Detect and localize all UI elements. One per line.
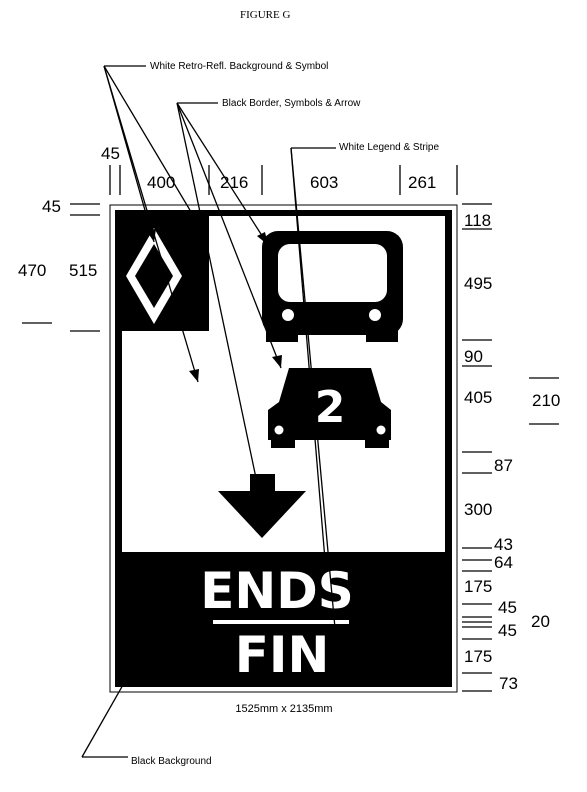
dim-left-1: 45	[42, 197, 61, 216]
right-dimension-ticks	[462, 203, 559, 692]
sign-size-label: 1525mm x 2135mm	[235, 703, 332, 715]
dim-right-1: 118	[464, 211, 491, 230]
dim-right-15: 73	[499, 674, 518, 693]
top-dimension-ticks	[109, 165, 458, 195]
dim-right-7: 300	[464, 500, 492, 519]
dim-top-1: 45	[101, 144, 120, 163]
callout-white-background: White Retro-Refl. Background & Symbol	[150, 61, 328, 72]
dim-right-5: 210	[532, 391, 560, 410]
dim-top-2: 400	[147, 173, 175, 192]
dim-right-2: 495	[464, 274, 492, 293]
figure-title: FIGURE G	[240, 9, 290, 21]
left-dimension-ticks	[22, 203, 100, 332]
diamond-icon	[126, 228, 182, 324]
dim-right-3: 90	[464, 347, 483, 366]
car-icon	[268, 368, 391, 448]
dim-right-10: 175	[464, 577, 492, 596]
callout-black-background: Black Background	[131, 756, 212, 767]
bus-icon	[262, 231, 403, 342]
dim-right-14: 175	[464, 647, 492, 666]
occupancy-number: 2	[315, 382, 346, 433]
dim-right-11: 45	[498, 598, 517, 617]
leader-arrowheads	[132, 220, 282, 669]
dim-right-9: 64	[494, 553, 513, 572]
legend-line2: FIN	[235, 626, 330, 684]
legend-line1: ENDS	[200, 562, 354, 620]
dim-right-8: 43	[494, 535, 513, 554]
dim-right-12: 20	[531, 612, 550, 631]
sign: 2 ENDS FIN	[109, 204, 458, 693]
dim-top-4: 603	[310, 173, 338, 192]
callout-black-border: Black Border, Symbols & Arrow	[222, 98, 361, 109]
dim-left-3: 515	[69, 261, 97, 280]
legend-stripe	[213, 620, 349, 624]
dim-top-5: 261	[408, 173, 436, 192]
dim-right-4: 405	[464, 388, 492, 407]
dim-right-13: 45	[498, 621, 517, 640]
dim-right-6: 87	[494, 456, 513, 475]
leader-lines	[81, 65, 336, 758]
callout-white-legend: White Legend & Stripe	[339, 142, 439, 153]
dim-top-3: 216	[220, 173, 248, 192]
arrow-down-icon	[218, 474, 306, 538]
dim-left-2: 470	[18, 261, 46, 280]
diamond-inner-icon	[143, 257, 165, 295]
